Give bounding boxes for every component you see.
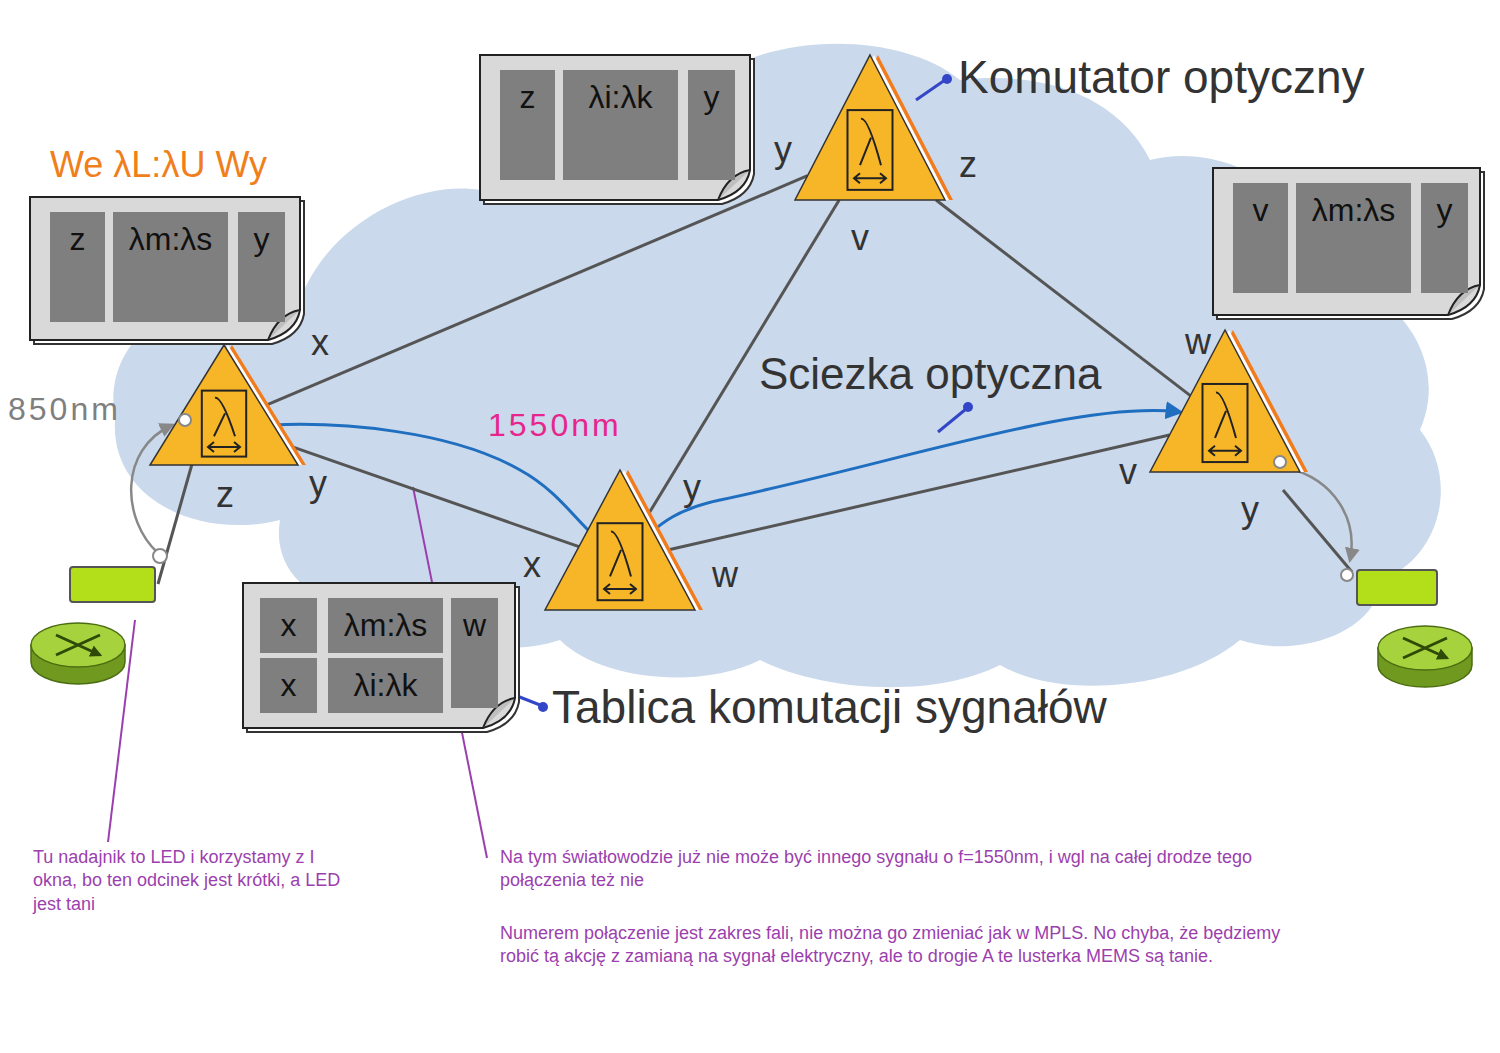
lambda-symbol [214,398,235,436]
optical-path [272,410,1180,548]
leader-dot [538,702,548,712]
port-label: x [523,545,541,585]
router-icon [1378,626,1472,687]
router-top [1378,626,1472,670]
fiber-wire [1283,490,1352,572]
lambda-symbol [1215,392,1236,437]
switch-triangle [1150,330,1300,472]
port-label: z [216,475,234,515]
double-arrow [604,584,636,594]
optical-switch: xyz [150,345,306,465]
transceiver [70,567,155,602]
fiber-link [285,444,579,546]
lambda-symbol [860,119,881,165]
port-dot [153,549,167,563]
port-dot [1274,456,1286,468]
fiber-link [262,176,807,407]
callout-label: Tablica komutacji sygnałów [552,682,1107,733]
mems-icon [1203,384,1248,462]
wavelength-label: 1550nm [488,408,622,443]
note-leader [108,620,135,842]
port-dot [179,414,191,426]
port-label: y [1241,490,1259,530]
port-label: v [851,218,869,258]
table-sheet [480,55,750,200]
routing-table: xλm:λsw xλi:λk [243,583,515,728]
lambda-symbol [610,532,631,577]
router-arrows [56,635,100,655]
callout-label: Komutator optyczny [958,52,1365,103]
fiber-link [646,200,839,518]
table-sheet [1213,168,1480,315]
port-label: y [683,468,701,508]
table-cell: w [451,598,498,708]
table-cell: y [238,212,285,322]
leader-dot [963,402,973,412]
router-arrows [1403,638,1447,658]
switch-triangle [795,55,945,200]
router-icon [31,623,125,684]
table-sheet [243,583,515,728]
port-label: z [959,145,977,185]
fiber-wire [158,464,192,584]
routing-table: zλi:λky [480,55,750,200]
table-cell: z [500,70,555,180]
table-cell: λi:λk [563,70,678,180]
leader-line [938,409,966,432]
mems-icon [848,110,893,190]
table-cell: λm:λs [113,212,228,322]
port-label: x [311,323,329,363]
table-cell: z [50,212,105,322]
patch-lead [1288,468,1352,560]
table-cell: v [1233,183,1288,293]
annotation-note: Tu nadajnik to LED i korzystamy z I okna… [33,846,353,916]
double-arrow [1209,446,1241,456]
switch-outline [1150,330,1308,472]
switch-triangle [545,470,695,610]
double-arrow [208,442,240,452]
annotation-note: Numerem połączenie jest zakres fali, nie… [500,922,1300,969]
routing-table: vλm:λsy [1213,168,1480,315]
optical-switch: yzv [795,55,953,200]
callout-label: Sciezka optyczna [755,350,1105,398]
transceiver [1357,570,1437,605]
table-cell: x [260,598,317,653]
mems-icon [202,391,246,457]
port-label: w [712,555,738,595]
port-label: v [1119,452,1137,492]
optical-switch: xyw [545,470,703,610]
table-cell: λm:λs [1296,183,1411,293]
port-label: w [1185,322,1211,362]
routing-table: We λL:λU Wyzλm:λsy [30,197,300,340]
switch-outline [545,470,703,610]
table-cell: x [260,658,317,713]
fiber-link [936,200,1190,396]
optical-switch: wvy [1150,330,1308,472]
table-cell: λi:λk [328,658,443,713]
table-cell: λm:λs [328,598,443,653]
annotation-note: Na tym światłowodzie już nie może być in… [500,846,1270,893]
double-arrow [854,173,886,183]
switch-outline [795,55,953,200]
table-cell: y [688,70,735,180]
router-top [31,623,125,667]
port-label: y [774,130,792,170]
port-dot [1341,569,1353,581]
table-heading: We λL:λU Wy [50,145,267,185]
leader-line [916,80,945,100]
wavelength-label: 850nm [8,392,121,427]
port-label: y [309,464,327,504]
table-sheet [30,197,300,340]
mems-icon [598,523,643,600]
switch-triangle [150,345,298,465]
leader-dot [942,74,952,84]
switch-outline [150,345,306,465]
table-cell: y [1421,183,1468,293]
fiber-link [663,435,1169,551]
